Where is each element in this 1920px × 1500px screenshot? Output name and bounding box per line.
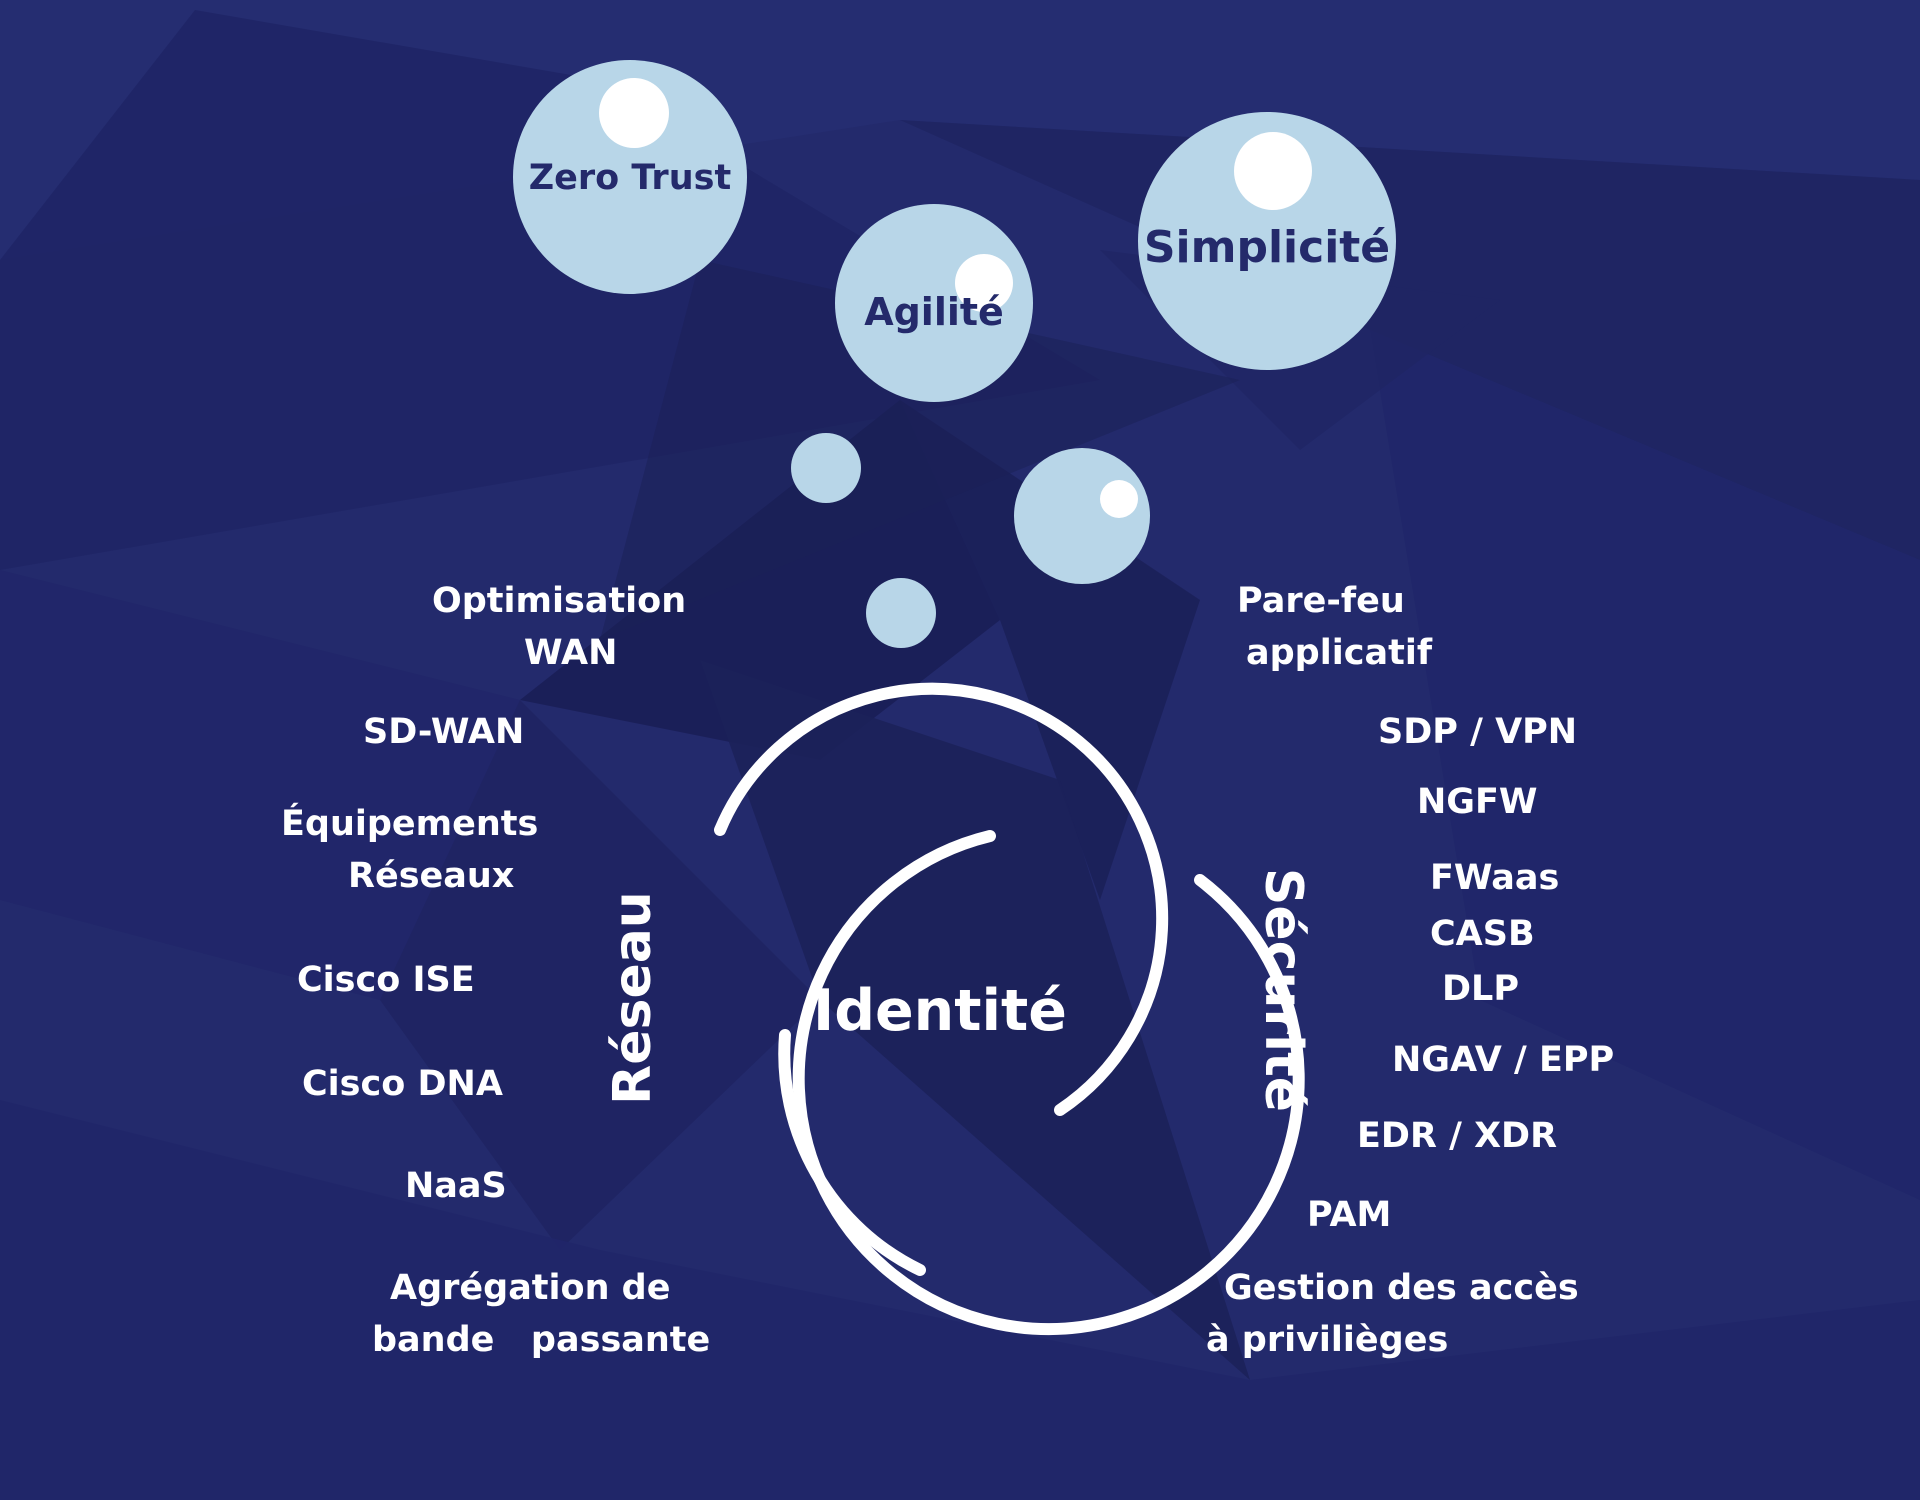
agilite-label: Agilité xyxy=(864,290,1004,334)
parefeu-applicatif-label: Pare-feu applicatif xyxy=(1237,581,1433,673)
gestion-acces-label: Gestion des accès à privilièges xyxy=(1206,1268,1579,1360)
naas-label: NaaS xyxy=(405,1166,507,1206)
pam-label: PAM xyxy=(1307,1195,1392,1235)
equipements-reseaux-label: Équipements Réseaux xyxy=(281,804,539,896)
casb-label: CASB xyxy=(1430,914,1535,954)
medium-bubble xyxy=(1014,448,1150,584)
outer-ring-bottom-arc xyxy=(778,1029,926,1276)
zero-trust-bubble: Zero Trust xyxy=(513,60,747,294)
agregation-label: Agrégation de bande passante xyxy=(372,1268,711,1360)
zero-trust-label: Zero Trust xyxy=(528,158,732,198)
securite-title: Sécurité xyxy=(1253,867,1313,1113)
cisco-dna-label: Cisco DNA xyxy=(302,1064,503,1104)
reseau-title: Réseau xyxy=(603,891,663,1105)
inner-ring-arc xyxy=(792,830,1305,1335)
agilite-bubble: Agilité xyxy=(835,204,1033,402)
simplicite-label: Simplicité xyxy=(1143,222,1391,273)
bubble-highlight xyxy=(599,78,669,148)
small-bubble xyxy=(866,578,936,648)
small-bubble xyxy=(791,433,861,503)
ngfw-label: NGFW xyxy=(1417,782,1538,822)
simplicite-bubble: Simplicité xyxy=(1138,112,1396,370)
fwaas-label: FWaas xyxy=(1430,858,1560,898)
cisco-ise-label: Cisco ISE xyxy=(297,960,475,1000)
dlp-label: DLP xyxy=(1442,969,1520,1009)
identite-label: Identité xyxy=(813,978,1067,1044)
bubble-highlight xyxy=(1100,480,1138,518)
optimisation-wan-label: Optimisation WAN xyxy=(432,581,687,673)
ngav-epp-label: NGAV / EPP xyxy=(1392,1040,1615,1080)
bubble-highlight xyxy=(955,254,1013,312)
outer-ring-top-arc xyxy=(714,682,1169,1116)
bubble-highlight xyxy=(1234,132,1312,210)
sdp-vpn-label: SDP / VPN xyxy=(1378,712,1578,752)
sdwan-label: SD-WAN xyxy=(363,712,525,752)
edr-xdr-label: EDR / XDR xyxy=(1357,1116,1558,1156)
